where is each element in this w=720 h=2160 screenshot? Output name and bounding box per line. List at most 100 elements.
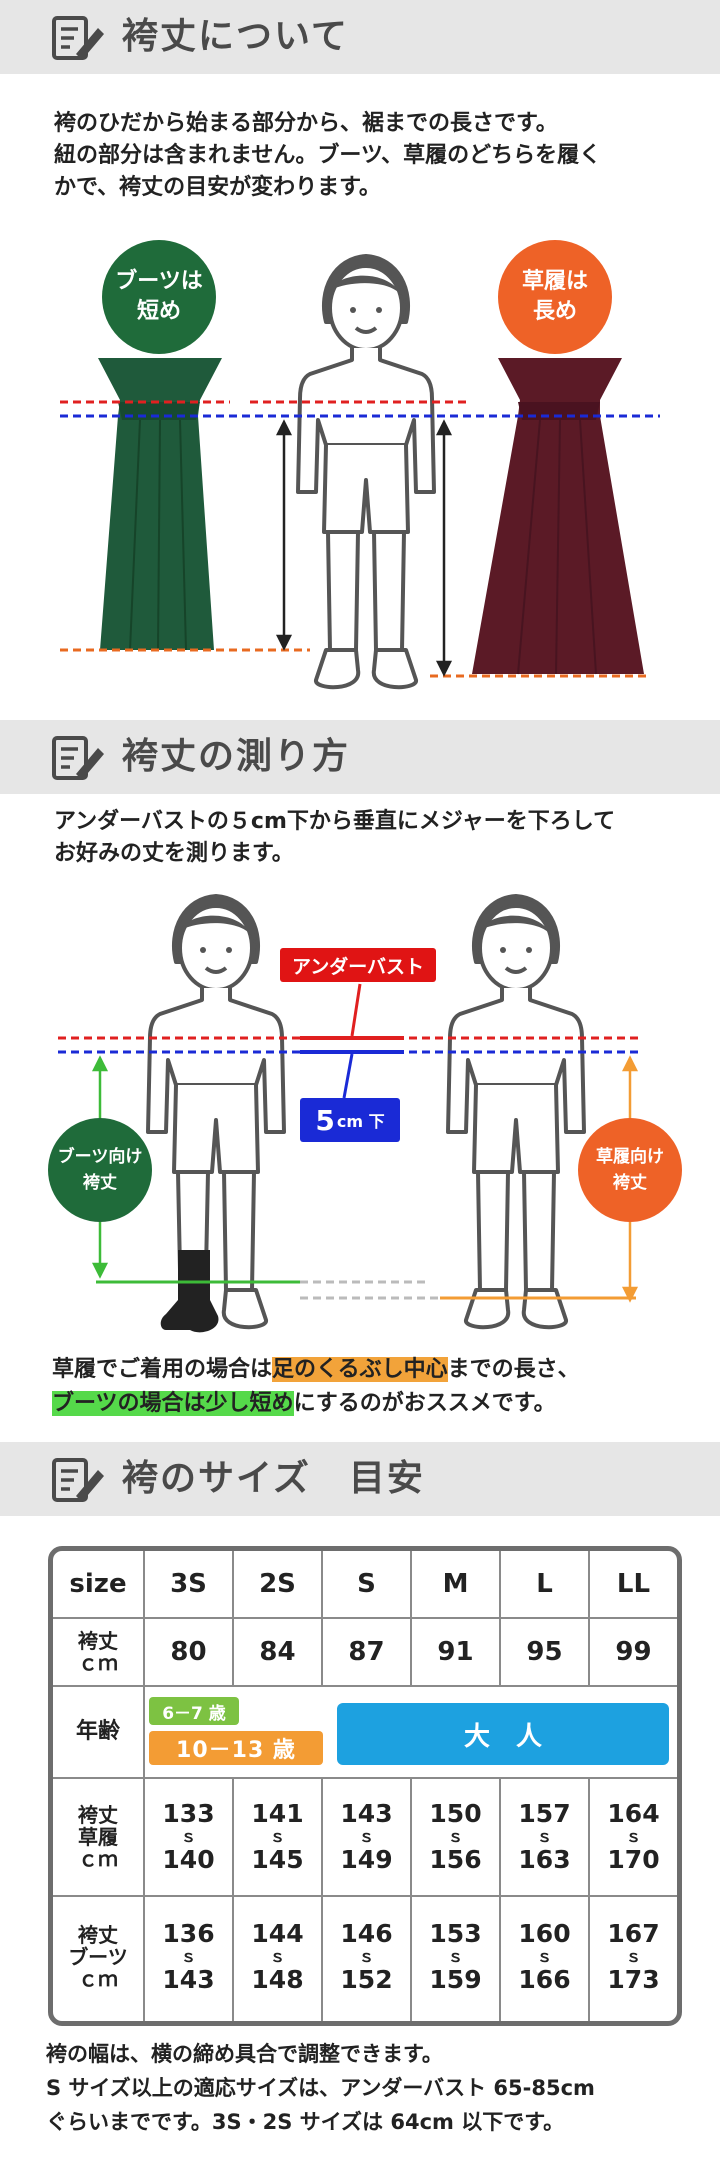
- length-value: 91: [437, 1637, 474, 1667]
- length-illustration: ブーツは 短め 草履は 長め: [0, 230, 720, 710]
- five-cm-unit: cm 下: [336, 1112, 385, 1131]
- length-desc-line3: かで、袴丈の目安が変わります。: [54, 175, 381, 200]
- document-pencil-icon: [52, 16, 104, 60]
- row-label-line: ｃｍ: [78, 1967, 118, 1991]
- range-sep: ｓ: [447, 1827, 464, 1846]
- note-highlight-ankle: 足のくるぶし中心: [272, 1357, 448, 1382]
- row-label-line: ｃｍ: [78, 1847, 118, 1871]
- range-sep: ｓ: [625, 1947, 642, 1966]
- boot-shape: [160, 1250, 219, 1333]
- zori-long-circle: 草履は 長め: [498, 240, 612, 354]
- section-header-size: 袴のサイズ 目安: [0, 1442, 720, 1516]
- footer-note-line3: ぐらいまでです。3S・2S サイズは 64cm 以下です。: [46, 2110, 565, 2134]
- measure-diagram: [58, 894, 640, 1333]
- row-label-line: 袴丈: [78, 1629, 118, 1653]
- range-max: 163: [518, 1845, 571, 1874]
- range-max: 143: [162, 1965, 215, 1994]
- col-header: 2S: [259, 1569, 296, 1599]
- length-desc-line2: 紐の部分は含まれません。ブーツ、草履のどちらを履く: [54, 143, 602, 168]
- range-min: 136: [162, 1919, 215, 1948]
- length-desc-line1: 袴のひだから始まる部分から、裾までの長さです。: [54, 111, 558, 136]
- row-label-zori: 袴丈 草履 ｃｍ: [53, 1779, 143, 1895]
- size-table: size 3S 2S S M L LL 袴丈 ｃｍ 80 84 87 91 95…: [48, 1546, 682, 2026]
- zori-circle-line1: 草履向け: [596, 1147, 664, 1167]
- length-diagram: [60, 254, 660, 690]
- section-header-length: 袴丈について: [0, 0, 720, 74]
- measure-desc-line1: アンダーバストの５cm下から垂直にメジャーを下ろして: [54, 809, 616, 834]
- maroon-hakama: [472, 358, 644, 675]
- footer-note-line1: 袴の幅は、横の締め具合で調整できます。: [46, 2042, 443, 2066]
- range-max: 145: [251, 1845, 304, 1874]
- document-pencil-icon: [52, 1458, 104, 1502]
- row-label-boots: 袴丈 ブーツ ｃｍ: [53, 1897, 143, 2017]
- range-sep: ｓ: [358, 1947, 375, 1966]
- range-max: 170: [607, 1845, 660, 1874]
- section-header-measure: 袴丈の測り方: [0, 720, 720, 794]
- length-value: 95: [526, 1637, 563, 1667]
- range-min: 153: [429, 1919, 482, 1948]
- range-sep: ｓ: [269, 1947, 286, 1966]
- boots-circle-line1: ブーツは: [115, 269, 203, 294]
- row-label-age: 年齢: [75, 1719, 120, 1744]
- col-header-size: size: [69, 1569, 127, 1599]
- col-header: S: [357, 1569, 376, 1599]
- recommendation-line1: 草履でご着用の場合は足のくるぶし中心までの長さ、: [52, 1354, 580, 1386]
- row-label-line: 袴丈: [78, 1923, 118, 1947]
- range-sep: ｓ: [536, 1827, 553, 1846]
- range-min: 141: [251, 1799, 304, 1828]
- range-max: 166: [518, 1965, 571, 1994]
- length-value: 99: [615, 1637, 652, 1667]
- col-header: L: [536, 1569, 553, 1599]
- boots-circle-line2: 短め: [136, 299, 181, 324]
- length-value: 87: [348, 1637, 385, 1667]
- range-max: 148: [251, 1965, 304, 1994]
- document-pencil-icon: [52, 736, 104, 780]
- age-badge-10-13: 10－13 歳: [149, 1731, 323, 1765]
- range-min: 143: [340, 1799, 393, 1828]
- row-label-length: 袴丈 ｃｍ: [53, 1619, 143, 1685]
- person-figure: [296, 254, 436, 690]
- range-max: 140: [162, 1845, 215, 1874]
- row-label-line: ブーツ: [68, 1945, 128, 1969]
- range-min: 133: [162, 1799, 215, 1828]
- range-min: 144: [251, 1919, 304, 1948]
- boots-length-circle: ブーツ向け 袴丈: [48, 1118, 152, 1222]
- range-min: 160: [518, 1919, 571, 1948]
- note-text: 草履でご着用の場合は: [52, 1357, 273, 1382]
- range-max: 152: [340, 1965, 393, 1994]
- range-max: 149: [340, 1845, 393, 1874]
- length-value: 84: [259, 1637, 296, 1667]
- range-min: 146: [340, 1919, 393, 1948]
- zori-circle-line2: 袴丈: [613, 1173, 647, 1193]
- range-min: 157: [518, 1799, 571, 1828]
- range-sep: ｓ: [180, 1947, 197, 1966]
- col-header: M: [442, 1569, 469, 1599]
- age-badge-adult: 大 人: [337, 1703, 669, 1765]
- footer-note-line2: S サイズ以上の適応サイズは、アンダーバスト 65-85cm: [46, 2076, 595, 2100]
- section-title: 袴丈について: [122, 16, 349, 57]
- range-sep: ｓ: [358, 1827, 375, 1846]
- boots-circle-line1: ブーツ向け: [57, 1147, 143, 1167]
- section-title: 袴丈の測り方: [122, 736, 351, 777]
- boots-short-circle: ブーツは 短め: [102, 240, 216, 354]
- range-sep: ｓ: [625, 1827, 642, 1846]
- range-sep: ｓ: [536, 1947, 553, 1966]
- person-figure-zori: [446, 894, 586, 1330]
- range-min: 164: [607, 1799, 660, 1828]
- range-max: 156: [429, 1845, 482, 1874]
- range-sep: ｓ: [447, 1947, 464, 1966]
- range-min: 150: [429, 1799, 482, 1828]
- measure-desc-line2: お好みの丈を測ります。: [54, 841, 294, 866]
- range-max: 159: [429, 1965, 482, 1994]
- range-sep: ｓ: [269, 1827, 286, 1846]
- length-arrow-zori: [435, 419, 453, 677]
- range-sep: ｓ: [180, 1827, 197, 1846]
